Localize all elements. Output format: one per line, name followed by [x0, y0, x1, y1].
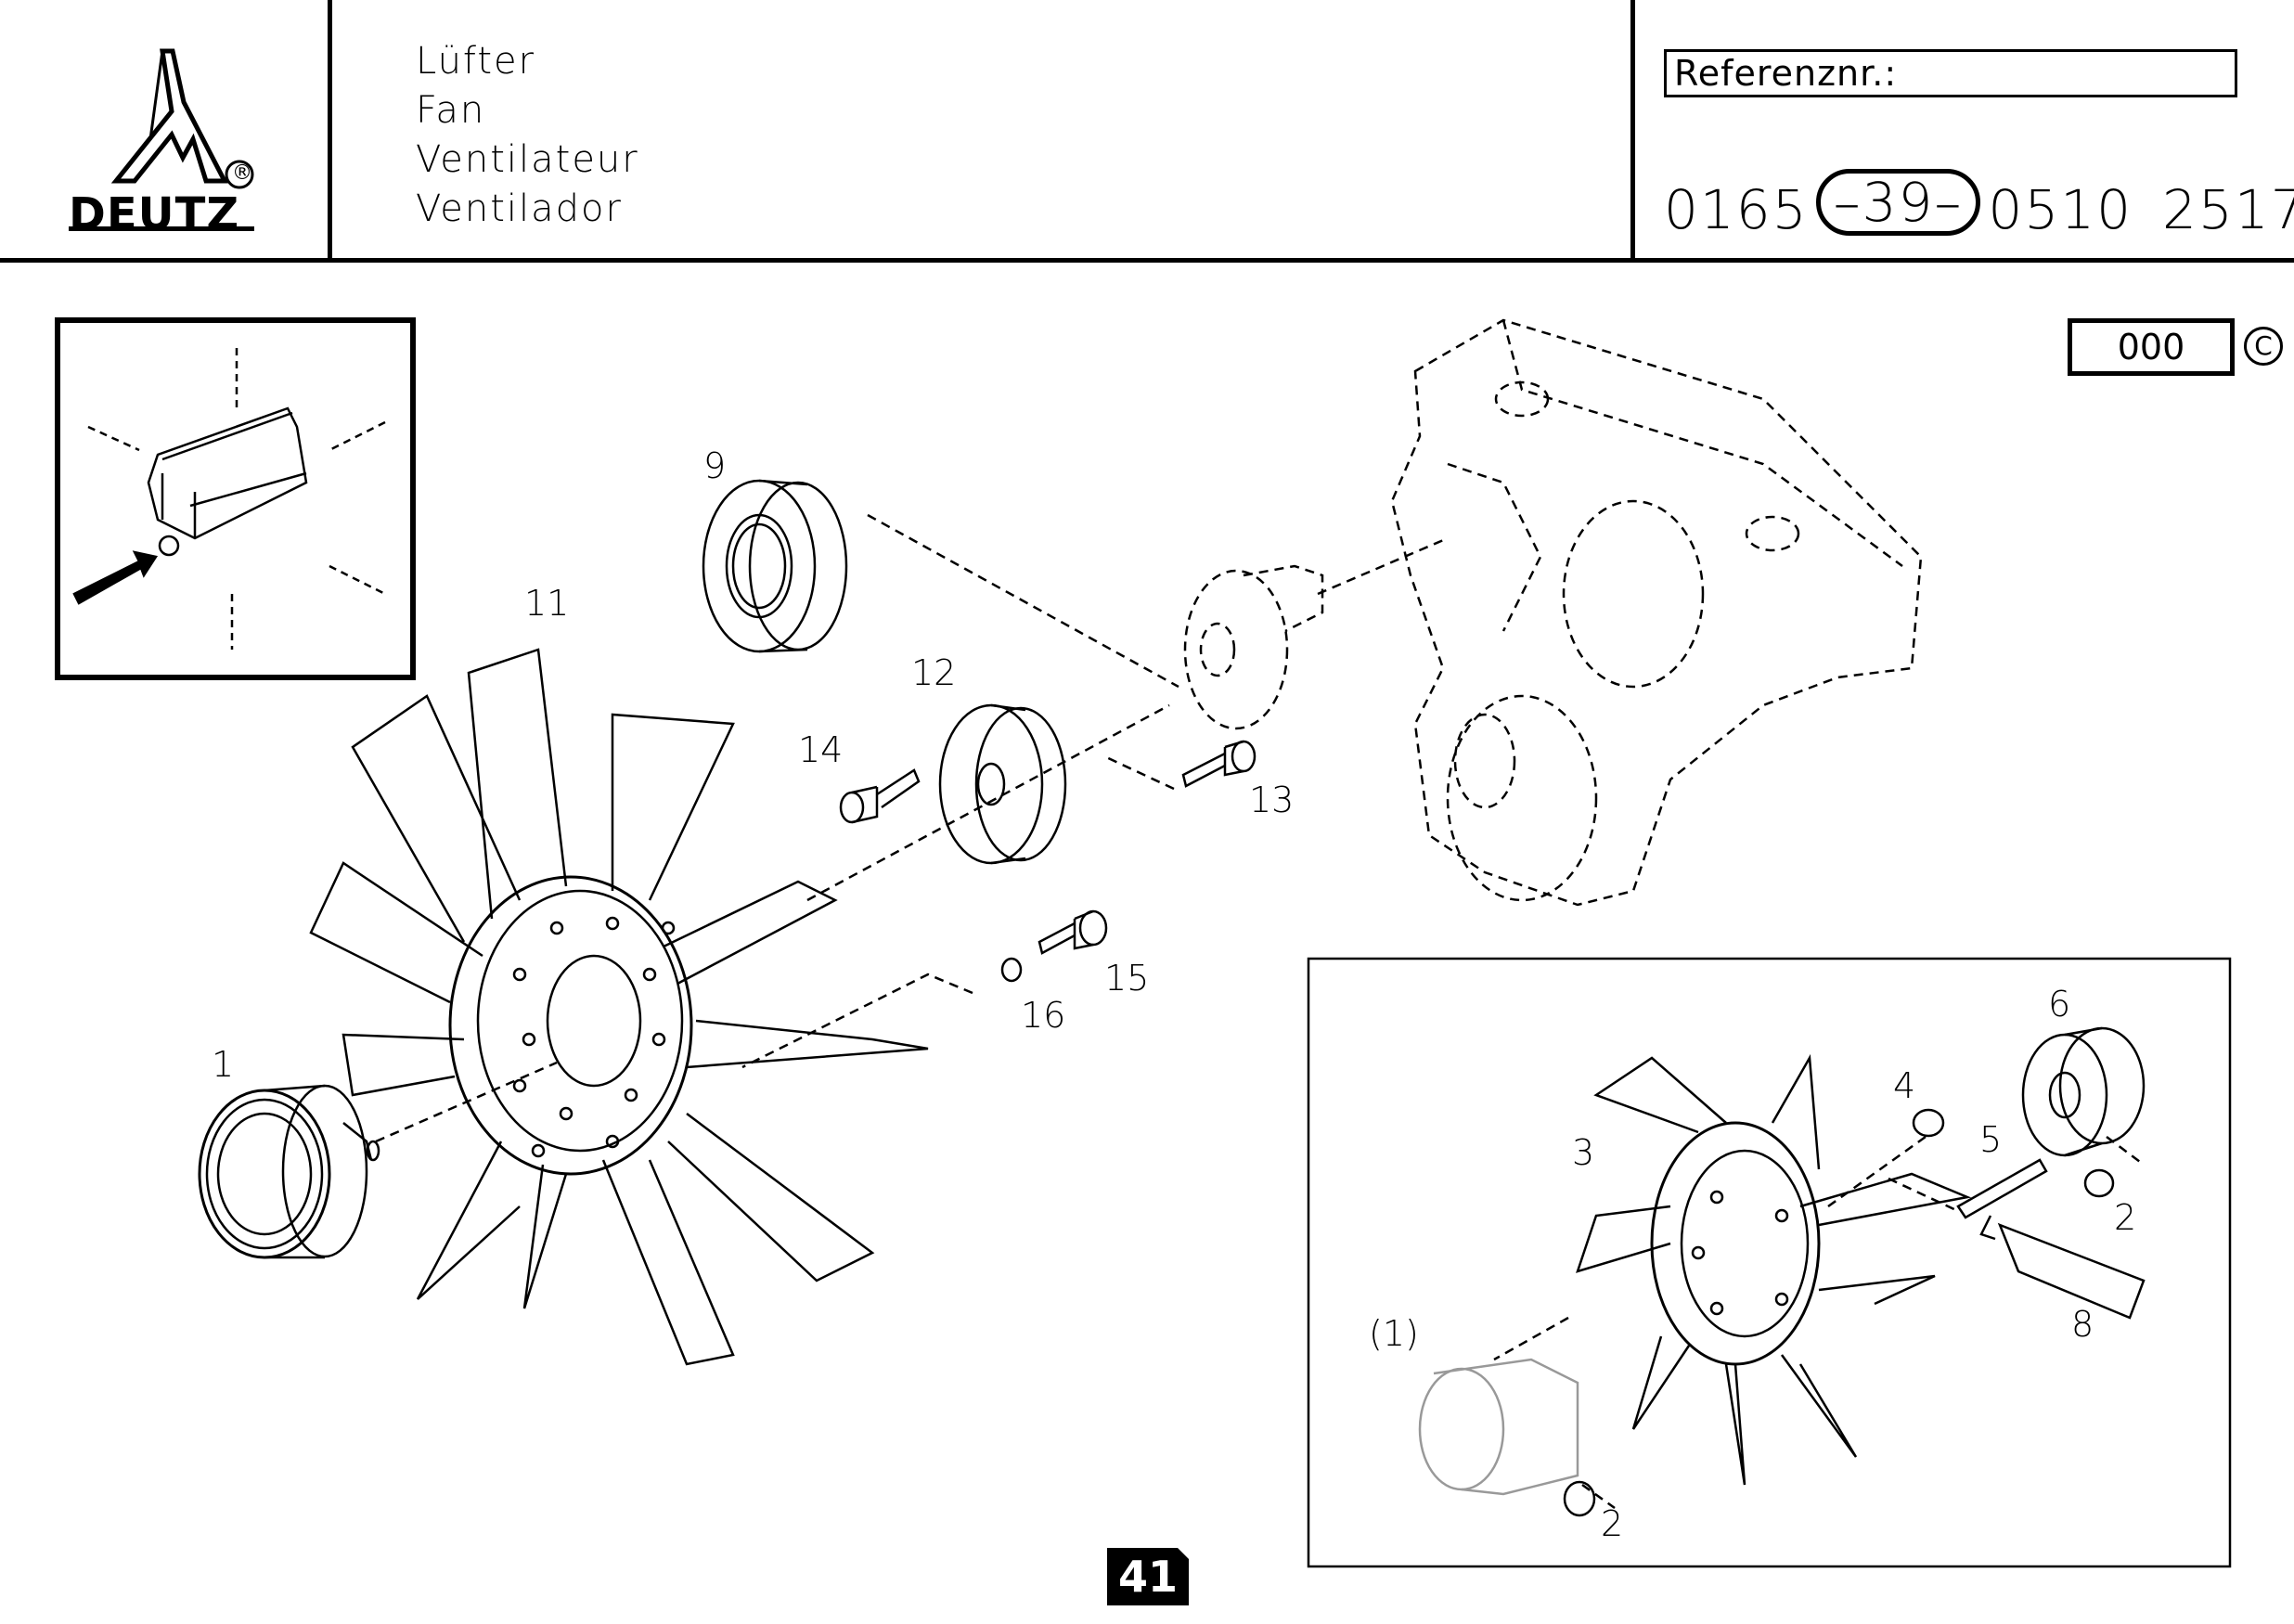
header-divider: [0, 258, 2294, 263]
title-en: Fan: [416, 89, 486, 132]
copyright-letter: C: [2254, 330, 2273, 361]
reference-divider: [1630, 0, 1635, 263]
callout-12: 12: [911, 652, 957, 693]
part-1-alt-coupling: [1418, 1358, 1579, 1496]
callout-16: 16: [1021, 995, 1066, 1036]
callout-9: 9: [703, 445, 727, 486]
part-15-16-bolt-washer: [741, 909, 1108, 1069]
part-14-bolt: [839, 768, 921, 824]
callout-inset-4: 4: [1893, 1065, 1916, 1106]
callout-inset-3: 3: [1572, 1132, 1595, 1173]
callout-11: 11: [524, 583, 570, 624]
callout-inset-2-lower: 2: [1601, 1503, 1624, 1544]
part-number: 0165–39–0510 2517: [1664, 169, 2294, 243]
variant-code: 000: [2117, 327, 2185, 367]
title-es: Ventilador: [416, 187, 623, 230]
callout-13: 13: [1249, 780, 1295, 820]
inset-axes: [1493, 1135, 2145, 1510]
part-12-adapter: [938, 703, 1067, 865]
alternative-variant-inset-frame: [1307, 957, 2232, 1568]
title-fr: Ventilateur: [416, 138, 639, 181]
part-number-middle: 0510: [1988, 178, 2133, 241]
title-block: Lüfter Fan Ventilateur Ventilador: [416, 37, 639, 234]
registered-mark: ®: [232, 161, 252, 185]
page-number: 41: [1117, 1552, 1178, 1602]
hub-housing: [1183, 564, 1324, 730]
page-number-badge: 41: [1107, 1546, 1191, 1605]
part-number-group: –39–: [1815, 169, 1981, 236]
callout-inset-5: 5: [1979, 1119, 2003, 1160]
title-de: Lüfter: [416, 40, 536, 83]
callout-inset-2-upper: 2: [2114, 1197, 2137, 1238]
part-number-suffix: 2517: [2162, 178, 2294, 241]
part-2-nut-lower: [1563, 1480, 1596, 1517]
reference-label: Referenznr.:: [1674, 53, 1898, 94]
part-3-fan: [1576, 1053, 1972, 1486]
part-6-flange: [2021, 1026, 2146, 1157]
orientation-inset-frame: [55, 317, 416, 680]
callout-1: 1: [212, 1044, 235, 1085]
part-2-nut-upper: [2083, 1168, 2115, 1198]
variant-code-box: 000: [2068, 318, 2235, 376]
logo-underline: [69, 226, 254, 231]
callout-15: 15: [1104, 958, 1150, 999]
part-13-bolt: [1103, 740, 1257, 791]
callout-inset-8: 8: [2071, 1304, 2094, 1345]
reference-field: Referenznr.:: [1664, 49, 2237, 97]
callout-14: 14: [798, 729, 844, 770]
part-1-coupling: [198, 1084, 380, 1259]
callout-inset-6: 6: [2048, 984, 2071, 1025]
part-9-flange: [702, 479, 848, 653]
deutz-logo-icon: [110, 48, 254, 189]
brand-name: DEUTZ: [69, 188, 240, 240]
part-4-nut: [1912, 1108, 1945, 1138]
part-5-stud: [1956, 1158, 2048, 1219]
logo-divider: [328, 0, 332, 263]
engine-block: [1390, 318, 1923, 907]
callout-inset-1: (1): [1369, 1313, 1419, 1354]
part-number-prefix: 0165: [1664, 178, 1809, 241]
copyright-icon: C: [2244, 327, 2283, 366]
engine-orientation-icon: [72, 348, 386, 650]
